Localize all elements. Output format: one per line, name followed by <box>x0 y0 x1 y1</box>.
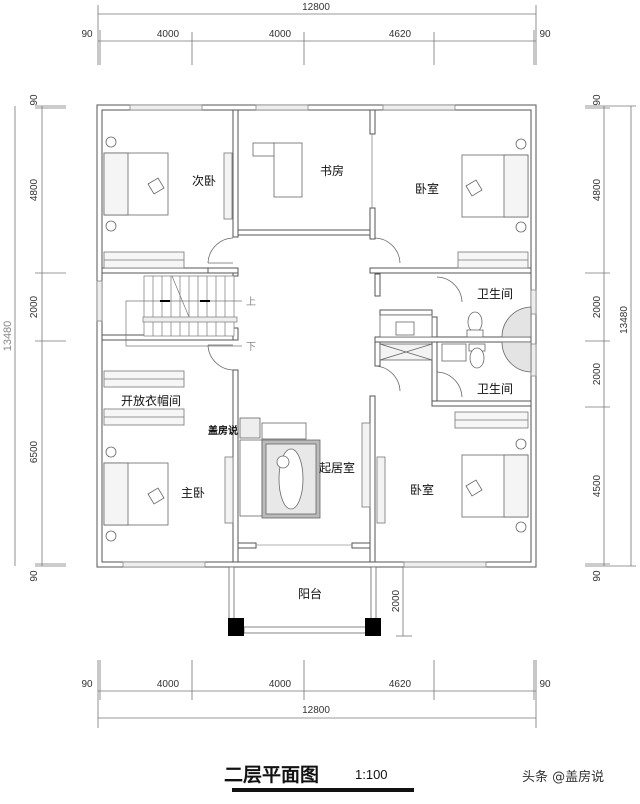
staircase <box>125 275 242 347</box>
top-dim-3: 4000 <box>269 29 292 40</box>
interior-walls <box>101 109 532 563</box>
right-total-dimension: 13480 <box>619 306 630 334</box>
top-dim-5: 90 <box>539 29 551 40</box>
left-dim-1: 90 <box>29 94 40 106</box>
living-room-furniture <box>239 417 321 519</box>
bottom-total-dimension: 12800 <box>302 705 330 716</box>
balcony-column-left <box>228 618 244 636</box>
windows <box>96 104 537 568</box>
right-dim-4: 2000 <box>592 362 603 385</box>
right-dim-1: 90 <box>592 94 603 106</box>
watermark-text: 头条 @盖房说 <box>522 770 605 785</box>
top-dimension-lines <box>97 5 537 65</box>
study-desk <box>252 142 303 198</box>
bathroom-fixtures <box>379 306 532 373</box>
left-dim-3: 2000 <box>29 295 40 318</box>
bed-bedroom-se <box>461 438 529 533</box>
room-label-living-room: 起居室 <box>319 460 355 475</box>
bottom-dim-4: 4620 <box>389 679 412 690</box>
room-label-bath-lower: 卫生间 <box>477 382 513 396</box>
bottom-dimension-lines <box>97 660 537 728</box>
bed-second-bedroom <box>103 136 169 232</box>
top-dim-4: 4620 <box>389 29 412 40</box>
left-dim-2: 4800 <box>29 178 40 201</box>
bottom-dim-2: 4000 <box>157 679 180 690</box>
room-label-walk-in-closet: 开放衣帽间 <box>121 393 181 408</box>
room-label-bath-upper: 卫生间 <box>477 287 513 301</box>
balcony-column-right <box>365 618 381 636</box>
right-dim-2: 4800 <box>592 178 603 201</box>
title-underline <box>232 788 414 792</box>
watermark-stamp: 盖房说 <box>208 424 238 437</box>
drawing-scale: 1:100 <box>355 767 388 782</box>
balcony-depth-dimension: 2000 <box>391 589 402 612</box>
right-dimension-lines <box>585 105 636 567</box>
right-dim-3: 2000 <box>592 295 603 318</box>
room-label-master-bedroom: 主卧 <box>181 486 205 500</box>
top-dim-2: 4000 <box>157 29 180 40</box>
left-dimension-lines <box>14 105 66 567</box>
room-label-bedroom-ne: 卧室 <box>415 181 439 196</box>
room-label-bedroom-se: 卧室 <box>410 482 434 497</box>
top-dim-1: 90 <box>81 29 93 40</box>
bed-master-bedroom <box>103 446 169 542</box>
right-dim-6: 90 <box>592 570 603 582</box>
stair-down-label: 下 <box>246 342 256 353</box>
left-dim-4: 6500 <box>29 440 40 463</box>
bottom-dim-5: 90 <box>539 679 551 690</box>
door-swings <box>207 134 463 398</box>
bottom-dim-1: 90 <box>81 679 93 690</box>
right-dim-5: 4500 <box>592 474 603 497</box>
wardrobes <box>103 251 529 429</box>
room-label-second-bedroom: 次卧 <box>192 174 216 188</box>
tv-units <box>223 152 386 524</box>
stair-up-label: 上 <box>246 296 256 308</box>
room-label-balcony: 阳台 <box>298 586 322 601</box>
bed-bedroom-ne <box>461 138 529 233</box>
bottom-dim-3: 4000 <box>269 679 292 690</box>
balcony-dimension <box>396 567 412 637</box>
top-total-dimension: 12800 <box>302 2 330 13</box>
room-label-study: 书房 <box>320 163 344 178</box>
left-dim-5: 90 <box>29 570 40 582</box>
left-total-dimension: 13480 <box>2 321 14 352</box>
drawing-title: 二层平面图 <box>224 764 320 786</box>
